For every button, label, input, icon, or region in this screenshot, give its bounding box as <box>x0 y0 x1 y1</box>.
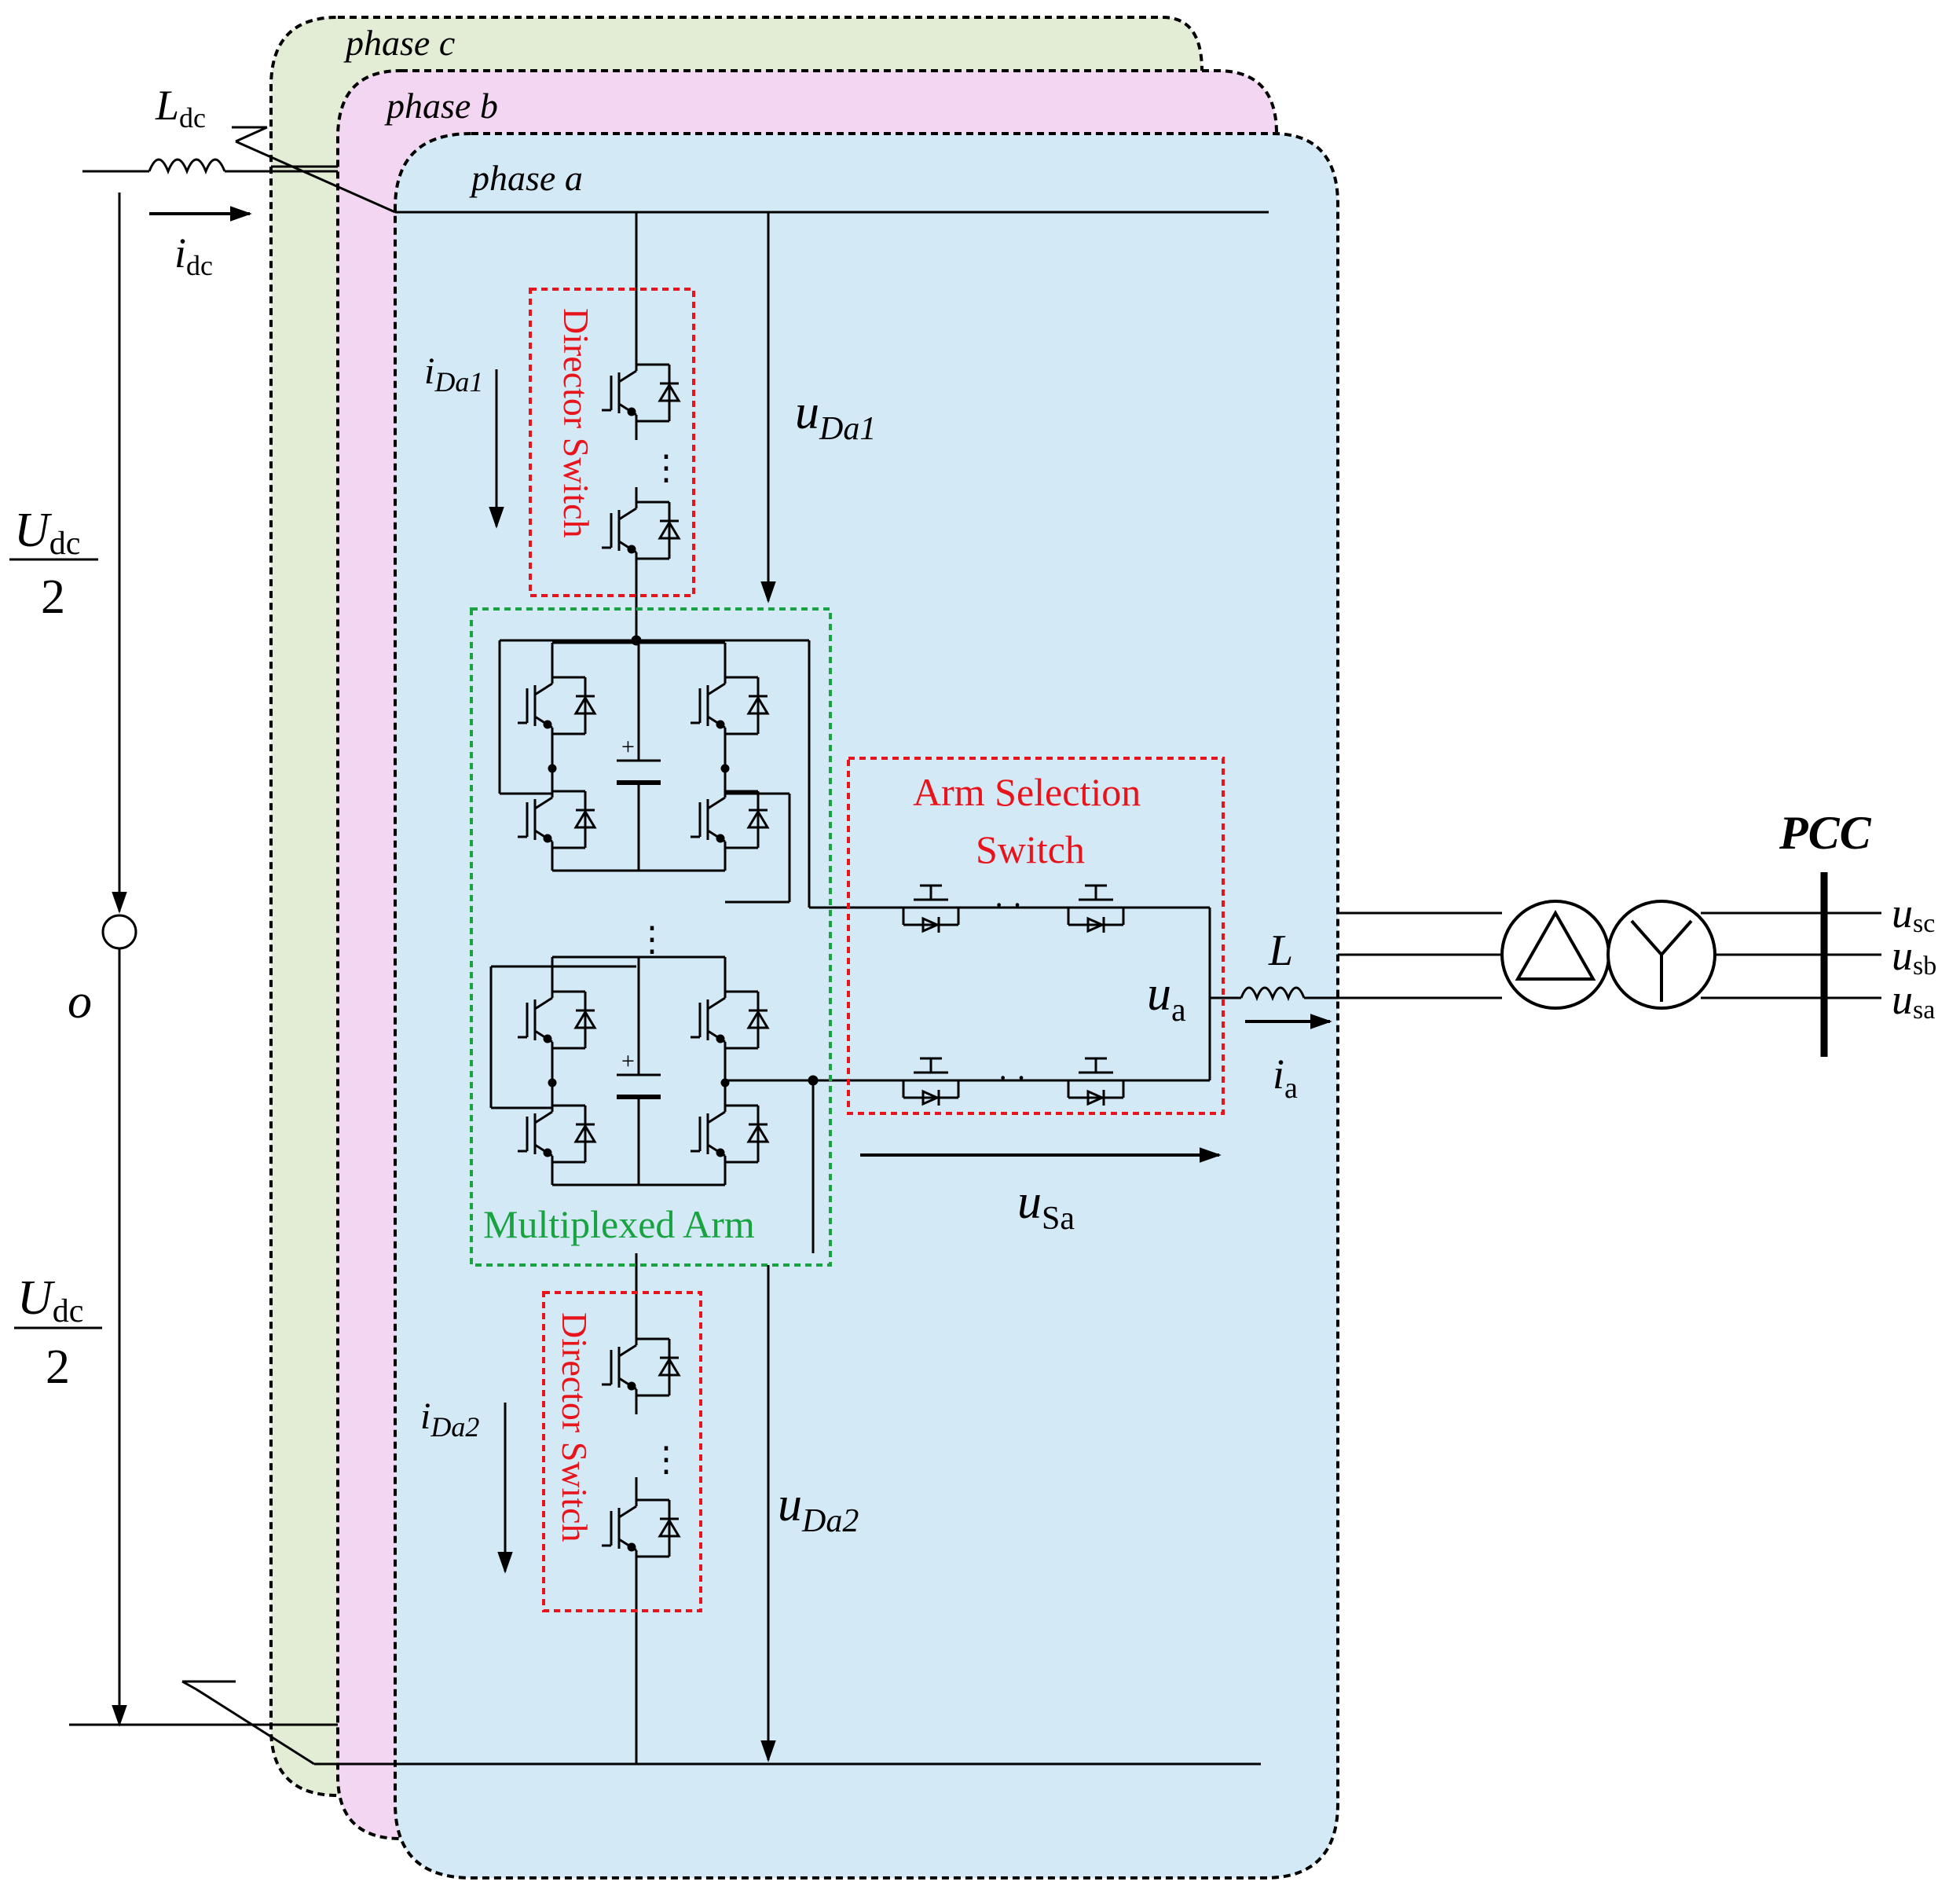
i-da2-label: iDa2 <box>420 1395 479 1443</box>
u-sa-grid-label: usa <box>1892 976 1935 1025</box>
arm-select-switch-1 <box>902 884 960 933</box>
u-sb-label: usb <box>1892 932 1936 981</box>
director-switch-top-box <box>529 288 695 597</box>
arm-selection-switch-box <box>847 757 1225 1115</box>
arm-select-ellipsis-top: · · <box>994 887 1023 922</box>
submodule-2-s2 <box>518 1083 597 1185</box>
submodule-cells: ++ <box>489 635 903 1186</box>
submodule-2: + <box>518 955 770 1186</box>
arm-selection-label-line1: Arm Selection <box>913 770 1141 814</box>
dc-midpoint-node <box>101 914 137 950</box>
u-a-label: ua <box>1147 967 1186 1029</box>
director-switch-bottom-label: Director Switch <box>555 1312 595 1542</box>
u-sa-label: uSa <box>1017 1175 1075 1237</box>
arm-select-ellipsis-bottom: · · <box>998 1060 1027 1095</box>
multiplexed-arm-box <box>470 607 832 1267</box>
svg-text:+: + <box>621 734 635 760</box>
i-da1-label: iDa1 <box>424 350 483 398</box>
svg-text:Udc: Udc <box>17 1271 83 1329</box>
submodule-2-s1 <box>518 957 597 1083</box>
dc-midpoint-label: o <box>68 975 92 1029</box>
dc-inductor-label: Ldc <box>155 82 206 134</box>
u-da1-label: uDa1 <box>795 386 876 447</box>
cell-ellipsis: ⋮ <box>635 920 669 959</box>
submodule-1-s1 <box>518 643 597 768</box>
dc-current-label: idc <box>174 229 213 281</box>
director-switch-igbts <box>602 346 681 1579</box>
director-bottom-igbt-1 <box>602 1320 681 1414</box>
svg-text:+: + <box>621 1048 635 1074</box>
director-switch-top-label: Director Switch <box>556 308 596 538</box>
ac-output-wiring <box>1210 986 1338 1002</box>
dc-positive-rail <box>82 126 1269 214</box>
arm-selection-label-line2: Switch <box>976 827 1085 871</box>
i-a-label: ia <box>1273 1051 1298 1105</box>
phase-b-label: phase b <box>384 86 498 126</box>
submodule-2-s4 <box>691 1083 770 1185</box>
svg-text:2: 2 <box>46 1340 70 1394</box>
director-top-igbt-2 <box>602 487 681 574</box>
director-switch-bottom-box <box>542 1291 702 1612</box>
multiplexed-arm-label: Multiplexed Arm <box>483 1202 755 1246</box>
dc-half-voltage-top: Udc 2 <box>9 504 98 624</box>
transformer-wye <box>1606 900 1716 1010</box>
cell-wiring <box>489 635 903 1109</box>
phase-a-label: phase a <box>469 158 583 198</box>
ac-inductor-label: L <box>1268 926 1293 975</box>
u-sc-label: usc <box>1892 889 1935 938</box>
dc-negative-rail <box>69 1680 1261 1766</box>
ac-lines <box>1338 911 1881 999</box>
arm-select-switch-3 <box>902 1057 960 1106</box>
director-bottom-ellipsis: ⋮ <box>649 1440 683 1479</box>
u-da2-label: uDa2 <box>778 1478 859 1539</box>
director-bottom-igbt-2 <box>602 1477 681 1579</box>
arm-selection-switches: · · · · <box>902 884 1211 1106</box>
arm-select-switch-4 <box>1067 1057 1125 1106</box>
director-top-igbt-1 <box>602 346 681 440</box>
svg-text:Udc: Udc <box>14 504 80 562</box>
director-top-ellipsis: ⋮ <box>649 449 683 487</box>
transformer-delta <box>1500 900 1610 1010</box>
arm-select-switch-2 <box>1067 884 1125 933</box>
phase-a-panel <box>394 132 1339 1879</box>
submodule-2-s3 <box>691 957 770 1083</box>
phase-c-label: phase c <box>343 23 455 63</box>
submodule-1-s3 <box>691 643 770 768</box>
pcc-label: PCC <box>1779 807 1872 859</box>
dc-half-voltage-bottom: Udc 2 <box>14 1271 102 1394</box>
svg-text:2: 2 <box>41 570 65 624</box>
